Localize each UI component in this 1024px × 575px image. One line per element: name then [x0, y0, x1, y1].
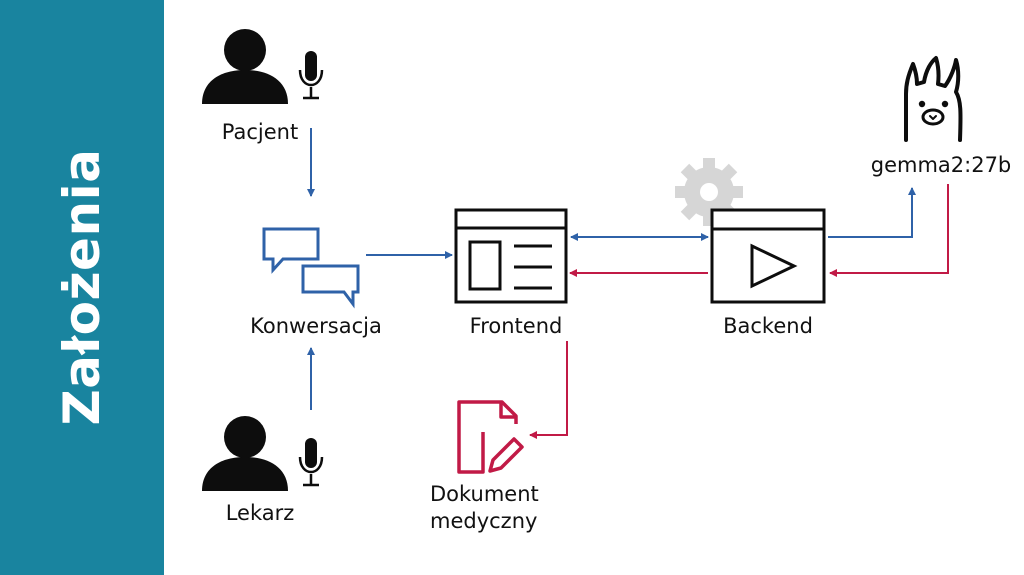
- gear-icon: [675, 158, 743, 226]
- frontend-to-document-arrow: [529, 341, 568, 439]
- model-to-backend-arrow: [829, 184, 949, 277]
- llama-icon: [904, 56, 963, 142]
- document-label-line2: medyczny: [430, 509, 538, 533]
- doctor-microphone-icon: [298, 438, 324, 487]
- document-label: Dokument medyczny: [430, 481, 539, 535]
- frontend-window-icon: [454, 208, 568, 304]
- patient-microphone-icon: [298, 51, 324, 100]
- model-label: gemma2:27b: [870, 153, 1012, 177]
- connectors: [307, 128, 949, 439]
- chat-bubbles-icon: [262, 227, 360, 309]
- backend-to-model-arrow: [828, 187, 916, 238]
- doctor-label: Lekarz: [225, 501, 295, 525]
- document-edit-icon: [457, 400, 524, 474]
- doctor-person-icon: [202, 416, 288, 491]
- patient-label: Pacjent: [221, 120, 299, 144]
- conversation-label: Konwersacja: [250, 314, 382, 338]
- title-sidebar: Założenia: [0, 0, 164, 575]
- backend-label: Backend: [723, 314, 813, 338]
- patient-person-icon: [202, 29, 288, 104]
- document-label-line1: Dokument: [430, 482, 539, 506]
- backend-play-window-icon: [710, 208, 826, 304]
- frontend-label: Frontend: [469, 314, 563, 338]
